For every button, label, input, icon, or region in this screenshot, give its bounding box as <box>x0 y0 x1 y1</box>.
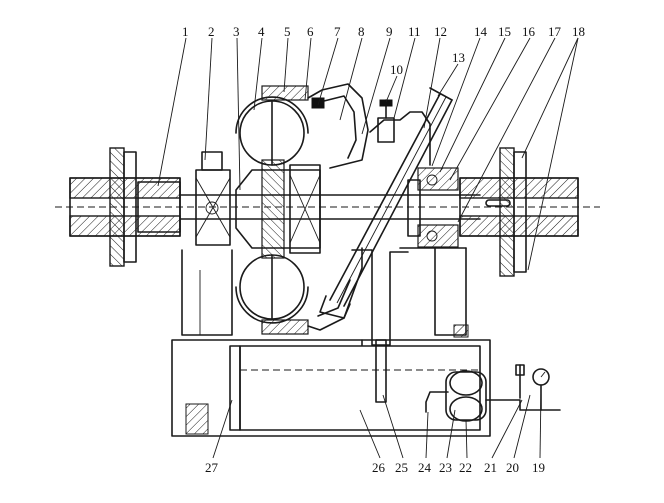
part-labels: 1 2 3 4 5 6 7 8 9 10 11 12 13 14 15 16 1… <box>182 24 585 475</box>
input-bearing <box>195 151 231 246</box>
rotating-casing <box>307 83 369 331</box>
part-label-17: 17 <box>548 24 562 39</box>
part-label-25: 25 <box>395 460 408 475</box>
part-label-5: 5 <box>284 24 291 39</box>
part-label-21: 21 <box>484 460 497 475</box>
part-label-22: 22 <box>459 460 472 475</box>
scoop-tube <box>319 87 453 319</box>
part-label-24: 24 <box>418 460 432 475</box>
left-coupling <box>69 147 181 267</box>
oil-pump <box>425 370 561 422</box>
part-label-18: 18 <box>572 24 585 39</box>
output-bearing <box>407 167 459 248</box>
part-label-12: 12 <box>434 24 447 39</box>
part-label-6: 6 <box>307 24 314 39</box>
part-label-16: 16 <box>522 24 536 39</box>
part-label-14: 14 <box>474 24 488 39</box>
part-label-15: 15 <box>498 24 511 39</box>
working-chamber <box>235 85 309 335</box>
pressure-gauge <box>515 364 550 411</box>
part-label-4: 4 <box>258 24 265 39</box>
part-label-10: 10 <box>390 62 403 77</box>
part-label-20: 20 <box>506 460 519 475</box>
part-label-2: 2 <box>208 24 215 39</box>
runner-hub <box>235 159 321 259</box>
right-coupling <box>459 147 579 277</box>
return-pipe <box>375 339 387 403</box>
part-label-1: 1 <box>182 24 189 39</box>
right-pedestal <box>399 247 469 338</box>
part-label-23: 23 <box>439 460 452 475</box>
scoop-housing <box>351 99 431 346</box>
part-label-27: 27 <box>205 460 219 475</box>
bearing-pedestal <box>181 249 233 336</box>
part-label-7: 7 <box>334 24 341 39</box>
part-label-9: 9 <box>386 24 393 39</box>
leader-lines <box>157 37 579 459</box>
part-label-26: 26 <box>372 460 386 475</box>
part-label-13: 13 <box>452 50 465 65</box>
part-label-3: 3 <box>233 24 240 39</box>
oil-tank <box>171 339 491 437</box>
part-label-19: 19 <box>532 460 545 475</box>
part-label-11: 11 <box>408 24 421 39</box>
part-label-8: 8 <box>358 24 365 39</box>
